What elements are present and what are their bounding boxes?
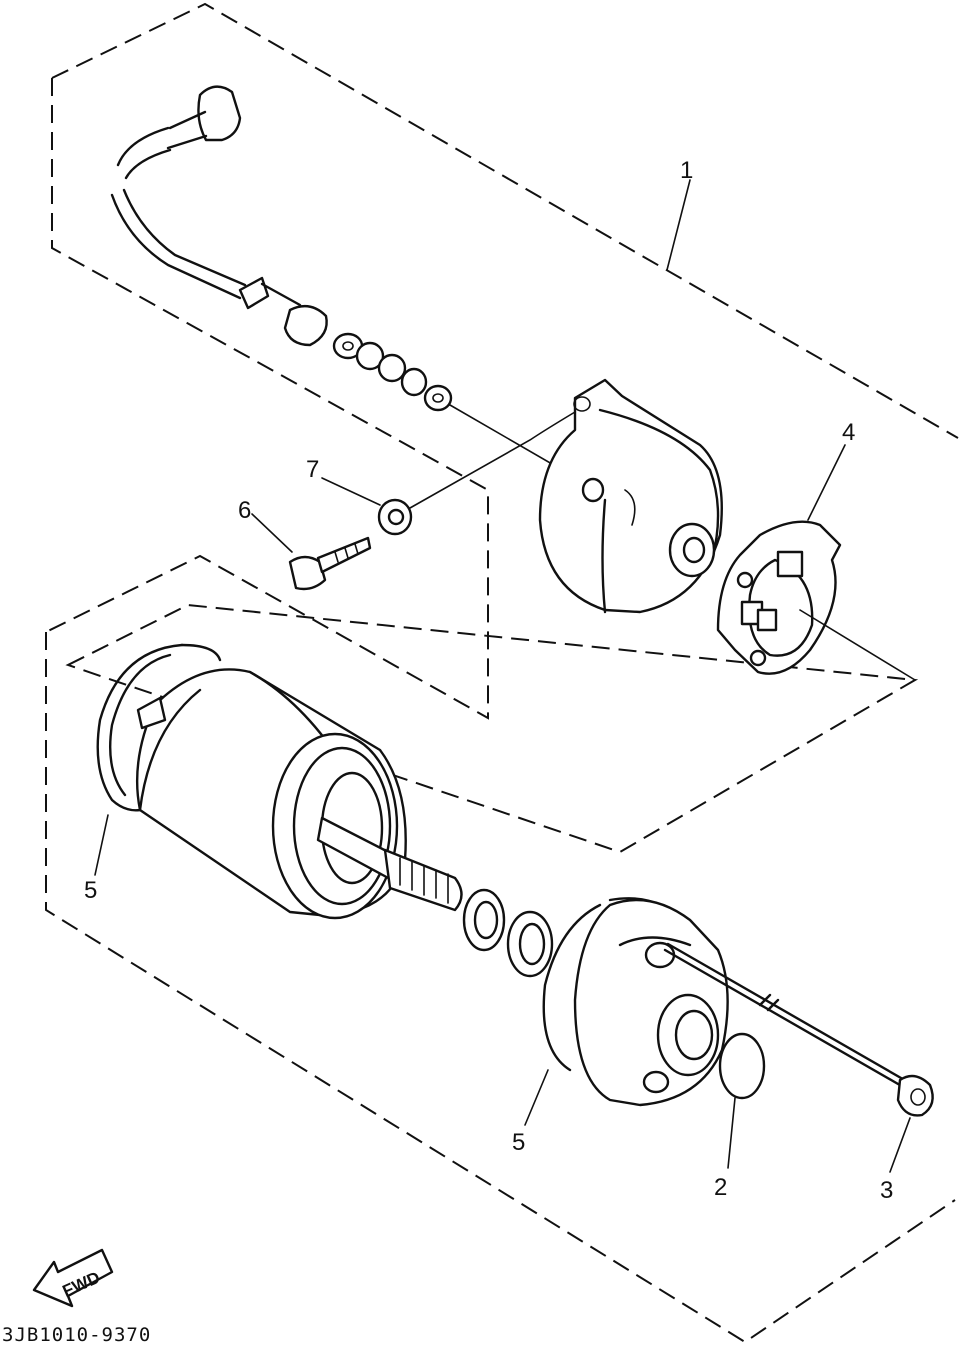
front-cover (542, 897, 729, 1107)
o-ring-small (718, 1032, 766, 1100)
lower-group-outline (45, 632, 956, 1344)
part-label-2: 2 (714, 1174, 727, 1201)
yoke (135, 668, 407, 920)
terminal-bushings (332, 332, 591, 487)
drawing-code: 3JB1010-9370 (2, 1324, 152, 1346)
fwd-arrow-icon: FWD (32, 1248, 114, 1308)
lead-wire (110, 85, 328, 347)
part-label-7: 7 (306, 456, 319, 483)
rear-cover (538, 378, 723, 614)
washers (462, 888, 554, 978)
part-label-1: 1 (680, 157, 693, 184)
washer-7 (377, 411, 576, 536)
armature-shaft (316, 816, 463, 912)
part-label-5-front: 5 (512, 1129, 525, 1156)
brush-holder (716, 520, 916, 681)
part-label-4: 4 (842, 419, 855, 446)
upper-group-outline (45, 2, 959, 720)
through-bolt (663, 942, 934, 1117)
part-label-3: 3 (880, 1177, 893, 1204)
o-ring-rear (96, 643, 222, 812)
part-label-5-rear: 5 (84, 877, 97, 904)
leader-lines (94, 179, 911, 1173)
part-label-6: 6 (238, 497, 251, 524)
bolt-6 (288, 536, 372, 591)
